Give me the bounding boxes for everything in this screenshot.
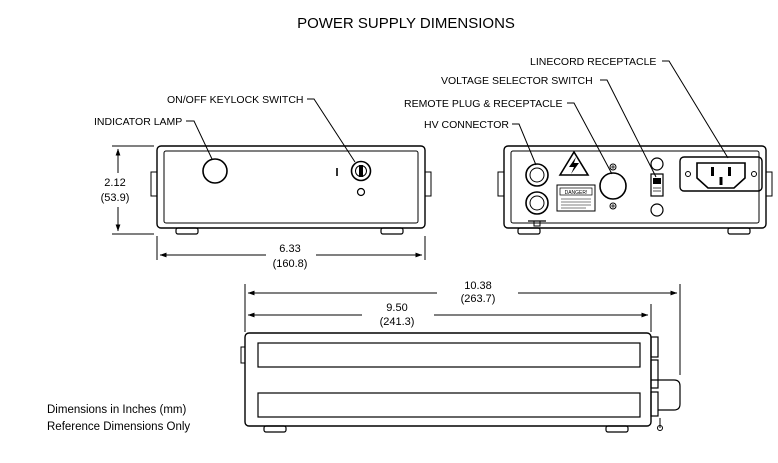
high-voltage-warning-icon (558, 150, 590, 176)
leader-line (186, 120, 213, 160)
note-reference: Reference Dimensions Only (47, 421, 190, 433)
leader-line (512, 123, 537, 166)
indicator-lamp-icon (202, 158, 228, 184)
callout-voltage-selector: VOLTAGE SELECTOR SWITCH (441, 75, 593, 87)
overall-length-inches: 10.38 (464, 280, 492, 292)
voltage-selector-icon (650, 157, 664, 217)
width-dimension (156, 236, 426, 260)
height-dimension (112, 145, 154, 235)
danger-label: DANGER! (556, 184, 596, 212)
danger-label-text: DANGER! (565, 190, 588, 196)
keylock-switch-icon (336, 160, 372, 197)
leader-line (567, 102, 613, 175)
callout-remote-plug: REMOTE PLUG & RECEPTACLE (404, 98, 563, 110)
overall-length-mm: (263.7) (461, 293, 496, 305)
leader-line (662, 60, 729, 159)
body-length-mm: (241.3) (380, 316, 415, 328)
callout-linecord-receptacle: LINECORD RECEPTACLE (530, 56, 656, 68)
leader-line (307, 98, 356, 163)
callout-indicator-lamp: INDICATOR LAMP (94, 116, 182, 128)
leader-line (600, 79, 657, 178)
rear-view (497, 145, 773, 235)
front-view (150, 145, 432, 235)
callout-keylock-switch: ON/OFF KEYLOCK SWITCH (167, 94, 304, 106)
hv-connector-icon (525, 163, 549, 227)
body-length-inches: 9.50 (386, 302, 407, 314)
width-mm: (160.8) (273, 258, 308, 270)
page-title: POWER SUPPLY DIMENSIONS (297, 15, 515, 32)
height-inches: 2.12 (104, 177, 125, 189)
linecord-receptacle-icon (679, 156, 763, 192)
width-inches: 6.33 (279, 243, 300, 255)
note-units: Dimensions in Inches (mm) (47, 404, 186, 416)
height-mm: (53.9) (101, 192, 130, 204)
length-extension-lines (244, 284, 681, 375)
remote-plug-icon (599, 163, 627, 210)
side-view (240, 332, 681, 433)
callout-hv-connector: HV CONNECTOR (424, 119, 509, 131)
